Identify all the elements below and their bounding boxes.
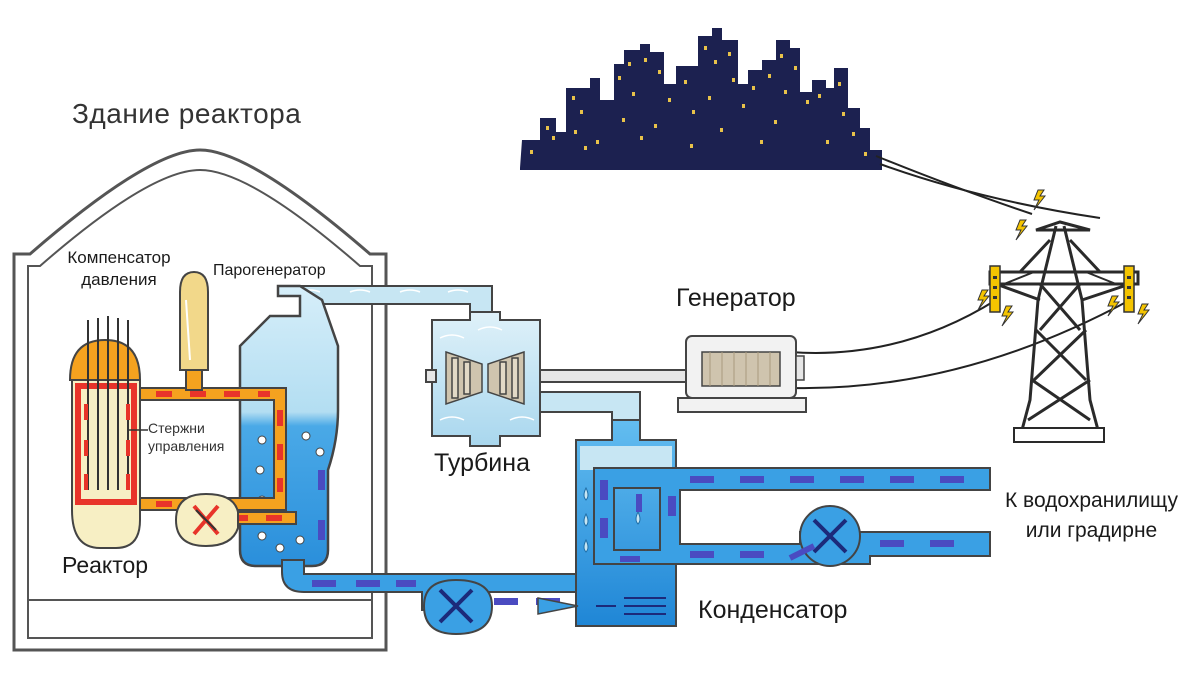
condenser-label: Конденсатор	[698, 596, 848, 624]
turbine-casing	[431, 311, 541, 447]
lightning-icon	[977, 189, 1151, 327]
control-rods-label: Стержни управления	[148, 419, 224, 455]
steam-generator	[238, 284, 340, 568]
turbine-label: Турбина	[434, 449, 530, 477]
steam-generator-bubbles	[255, 431, 325, 553]
pressurizer	[179, 270, 209, 391]
reactor-core-dashes	[84, 404, 130, 490]
generator	[677, 335, 807, 413]
reactor-label: Реактор	[62, 552, 149, 578]
control-rods-label-line2: управления	[148, 438, 225, 454]
control-rods-label-line1: Стержни	[148, 420, 205, 436]
feedwater-pump	[422, 578, 494, 636]
reservoir-label-line1: К водохранилищу	[1004, 489, 1179, 512]
cooling-pump	[788, 505, 861, 567]
city-silhouette	[520, 28, 882, 170]
city-windows	[530, 46, 867, 156]
turbine-rotor	[445, 350, 525, 406]
condensate-return-pipe	[281, 559, 577, 611]
reservoir-label: К водохранилищу или градирне	[994, 486, 1189, 546]
city-skyline	[520, 28, 882, 170]
reactor-building-label: Здание реактора	[72, 98, 302, 129]
steam-generator-label: Парогенератор	[213, 262, 326, 279]
primary-loop-dashes	[156, 391, 283, 521]
cooling-water-dashes	[600, 476, 964, 562]
pressurizer-label-line2: давления	[81, 270, 157, 289]
turbine-shaft	[539, 369, 689, 383]
pressurizer-label-line1: Компенсатор	[67, 248, 171, 267]
pressurizer-label: Компенсатор давления	[54, 247, 184, 291]
reactor-building-inner	[27, 168, 373, 639]
condenser-hotwell-lines	[596, 597, 666, 615]
primary-pump	[174, 492, 239, 548]
generator-label: Генератор	[676, 284, 796, 312]
reservoir-label-line2: или градирне	[1025, 519, 1158, 542]
insulators	[989, 265, 1135, 313]
